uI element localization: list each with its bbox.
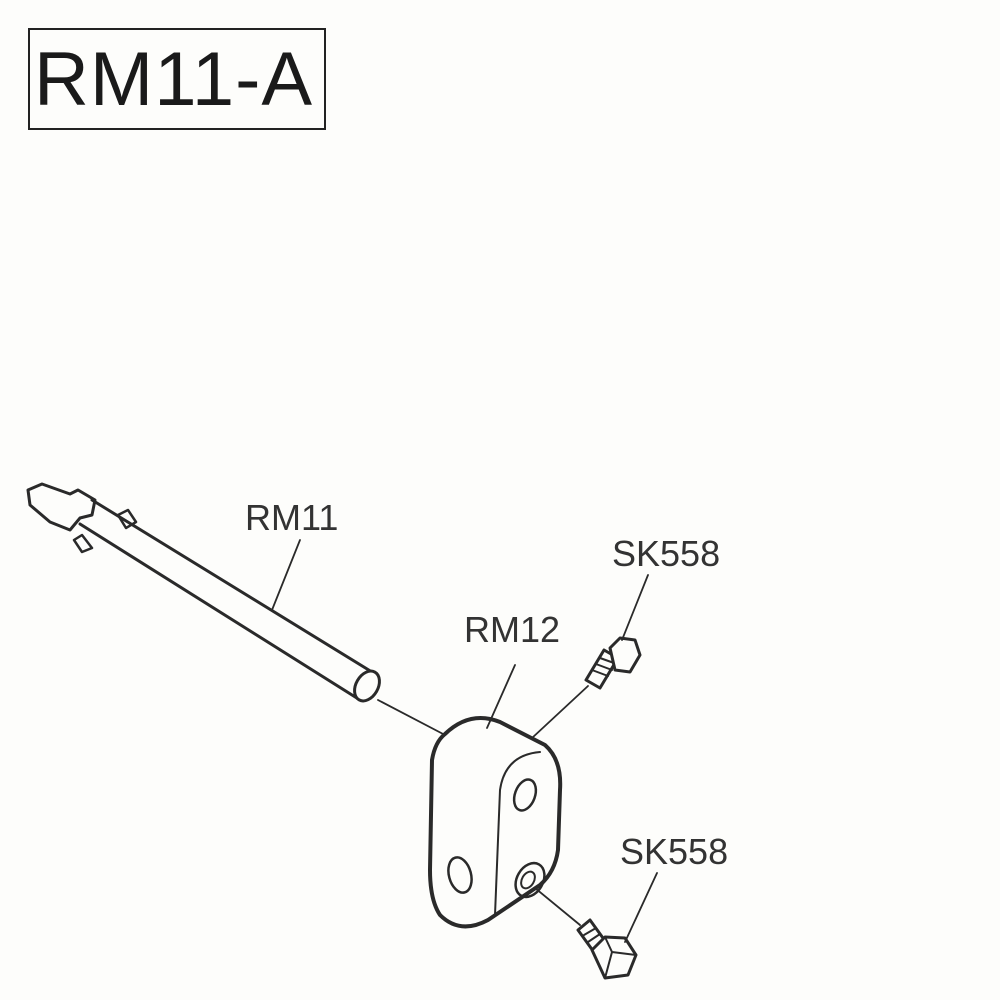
screw-sk558-bottom bbox=[576, 918, 638, 980]
rod-rm11 bbox=[26, 482, 381, 703]
diagram-title-box: RM11-A bbox=[28, 28, 326, 130]
part-label-rm11: RM11 bbox=[245, 497, 339, 538]
part-label-sk558-top: SK558 bbox=[612, 533, 721, 574]
part-label-sk558-bottom: SK558 bbox=[620, 831, 729, 872]
part-label-rm12: RM12 bbox=[464, 609, 561, 650]
block-rm12 bbox=[428, 716, 563, 929]
leader-lines bbox=[271, 539, 658, 943]
diagram-title: RM11-A bbox=[34, 37, 314, 122]
screw-sk558-top bbox=[584, 636, 642, 690]
